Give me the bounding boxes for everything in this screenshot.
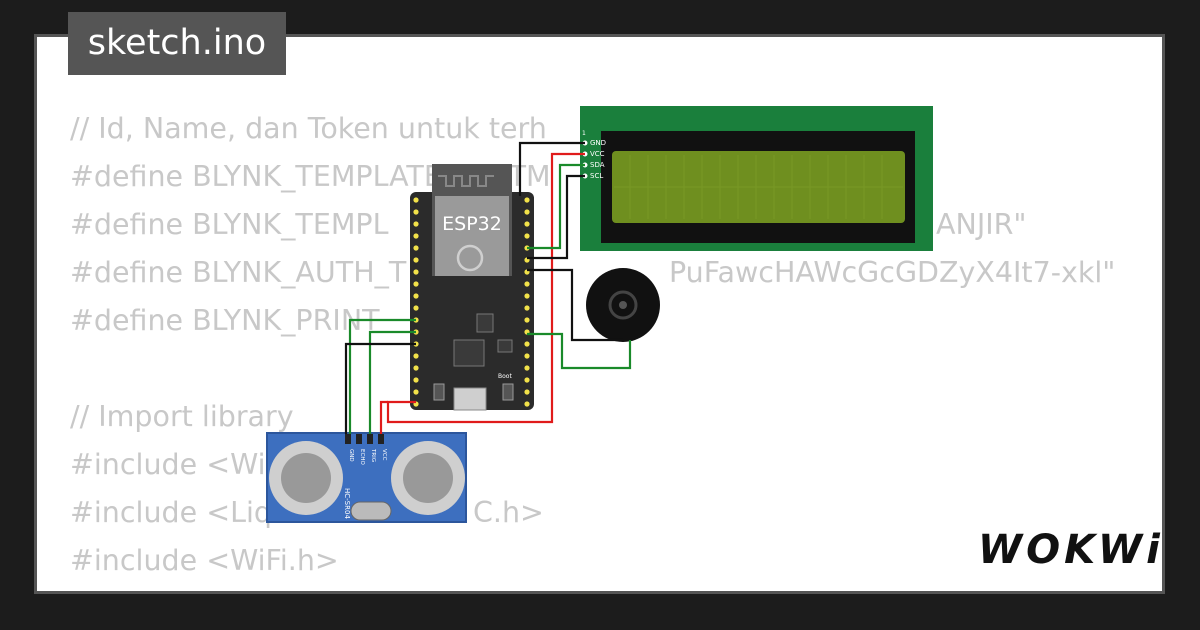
sensor-crystal	[350, 501, 392, 521]
wire-sensor-vcc	[379, 400, 388, 434]
esp32-module	[435, 196, 509, 276]
sensor-pin-vcc: VCC	[381, 449, 387, 461]
code-fragment-line9: C.h>	[473, 496, 544, 529]
espressif-logo-icon	[456, 244, 484, 272]
code-fragment-line4: PuFawcHAWcGcGDZyX4It7-xkl"	[669, 256, 1116, 289]
en-button[interactable]	[433, 383, 445, 401]
boot-button[interactable]	[502, 383, 514, 401]
lcd-pin-gnd: GND	[590, 139, 606, 147]
wire-sensor-trig	[368, 330, 416, 434]
code-fragment-line3: ANJIR"	[936, 208, 1027, 241]
boot-label: Boot	[498, 373, 512, 380]
buzzer-ring	[608, 290, 638, 320]
code-line: #include <Wi	[70, 448, 266, 481]
sensor-pin-trig: TRIG	[370, 448, 376, 462]
wires	[344, 141, 632, 434]
code-line: // Id, Name, dan Token untuk terh	[70, 112, 547, 145]
code-line: // Import library	[70, 400, 294, 433]
wire-sensor-gnd	[348, 318, 416, 434]
lcd-pin-sda: SDA	[590, 161, 605, 169]
wire-lcd-gnd	[518, 141, 585, 196]
esp32-board[interactable]: ESP32 Boot	[410, 164, 534, 411]
wire-vcc	[386, 152, 585, 424]
lcd-character-grid	[614, 155, 903, 219]
code-line: #define BLYNK_PRINT	[70, 304, 380, 337]
wire-sensor-echo	[344, 342, 416, 434]
sensor-mesh-left	[281, 453, 331, 503]
code-editor-background: // Id, Name, dan Token untuk terh #defin…	[70, 105, 551, 591]
sensor-pins[interactable]	[345, 434, 384, 444]
wire-buzzer-signal	[527, 332, 632, 370]
code-line: #include <WiFi.h>	[70, 544, 339, 577]
lcd-pins	[582, 140, 588, 179]
esp32-pins-right[interactable]	[524, 197, 530, 407]
wire-lcd-sda	[527, 163, 585, 250]
ultrasonic-sensor[interactable]: VCC TRIG ECHO GND HC-SR04	[266, 432, 467, 523]
esp32-antenna-trace	[438, 175, 494, 187]
usb-port	[453, 387, 487, 411]
lcd-pin-header-label: 1	[582, 130, 586, 137]
esp32-label: ESP32	[442, 213, 502, 235]
buzzer-center	[619, 301, 627, 309]
wire-buzzer-gnd	[527, 268, 623, 342]
sensor-pin-gnd: GND	[348, 449, 354, 462]
lcd-display[interactable]: 1 GND VCC SDA SCL	[580, 106, 933, 251]
sensor-model-label: HC-SR04	[343, 488, 351, 519]
sensor-pin-echo: ECHO	[359, 449, 365, 465]
code-line: #include <Liq	[70, 496, 272, 529]
buzzer[interactable]	[586, 268, 660, 342]
wire-lcd-scl	[527, 174, 585, 260]
sensor-mesh-right	[403, 453, 453, 503]
code-line: #define BLYNK_AUTH_T	[70, 256, 407, 289]
lcd-pin-scl: SCL	[590, 172, 603, 180]
esp32-components	[453, 313, 513, 367]
code-line: #define BLYNK_TEMPL	[70, 208, 389, 241]
wokwi-logo: WOKWi	[978, 527, 1164, 573]
file-tab[interactable]: sketch.ino	[68, 12, 286, 75]
lcd-pin-vcc: VCC	[590, 150, 605, 158]
